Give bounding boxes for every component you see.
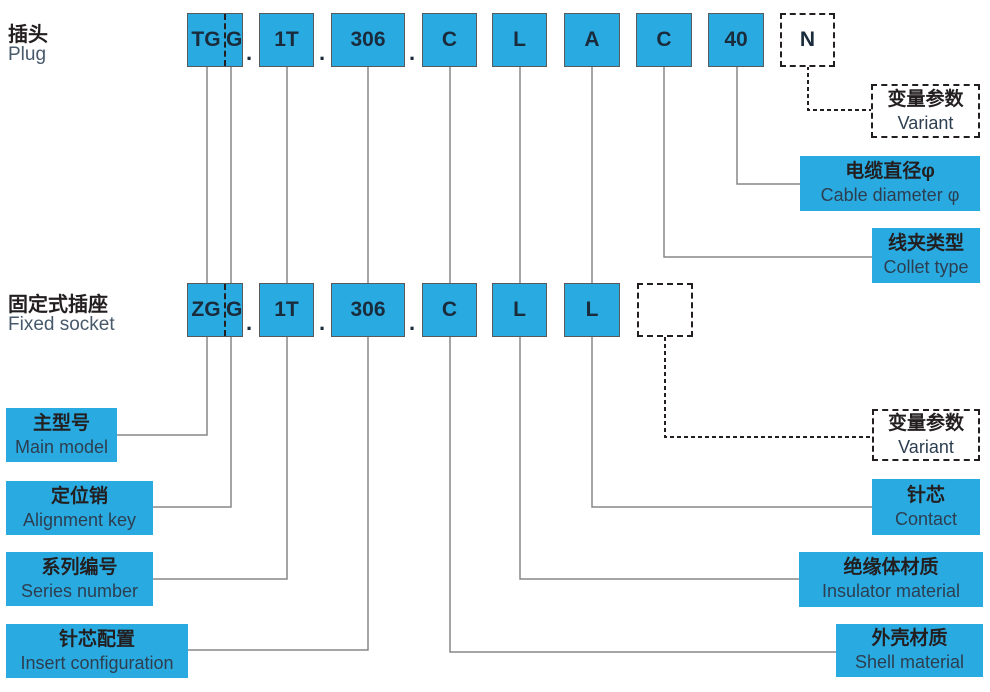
wire-insert-configuration: [188, 67, 369, 651]
label-cable-diameter-zh: 电缆直径φ: [845, 161, 935, 183]
label-contact-zh: 针芯: [906, 484, 945, 506]
socket-box-variant: [637, 283, 693, 337]
socket-box-insulator-material: L: [492, 283, 547, 337]
label-alignment-key-zh: 定位销: [50, 485, 108, 507]
plug-box-shell-material: C: [422, 13, 477, 67]
label-contact: 针芯 Contact: [872, 479, 980, 535]
label-insert-configuration-en: Insert configuration: [20, 652, 174, 673]
socket-box-main-model: ZG G: [187, 283, 243, 337]
label-insert-configuration: 针芯配置 Insert configuration: [6, 624, 188, 678]
plug-box-insert-configuration: 306: [331, 13, 405, 67]
plug-box-variant: N: [780, 13, 835, 67]
label-shell-material: 外壳材质 Shell material: [836, 624, 983, 677]
label-insert-configuration-zh: 针芯配置: [58, 628, 135, 650]
label-insulator-material: 绝缘体材质 Insulator material: [799, 552, 983, 607]
plug-box-cable-diameter: 40: [708, 13, 764, 67]
label-variant-plug-zh: 变量参数: [887, 88, 964, 110]
wire-insulator-material: [519, 67, 799, 580]
plug-alignment-key-code: G: [224, 14, 242, 66]
plug-box-main-model: TG G: [187, 13, 243, 67]
plug-main-model-code: TG: [191, 28, 221, 51]
wire-collet-type: [663, 67, 872, 258]
label-variant-socket: 变量参数 Variant: [872, 409, 980, 461]
socket-alignment-key-code: G: [224, 284, 242, 336]
label-main-model-en: Main model: [14, 436, 109, 457]
plug-separator-2: .: [319, 40, 326, 65]
label-cable-diameter-en: Cable diameter φ: [820, 185, 960, 206]
wire-variant-socket: [664, 337, 872, 438]
label-alignment-key: 定位销 Alignment key: [6, 481, 153, 535]
socket-main-model-code: ZG: [191, 298, 221, 321]
socket-separator-1: .: [246, 310, 253, 335]
label-contact-en: Contact: [894, 508, 958, 529]
label-collet-type: 线夹类型 Collet type: [872, 228, 980, 283]
wire-contact: [591, 67, 872, 508]
wire-shell-material: [449, 67, 836, 653]
wire-variant-plug: [807, 66, 871, 111]
label-collet-type-zh: 线夹类型: [887, 233, 964, 255]
label-variant-plug: 变量参数 Variant: [871, 84, 980, 138]
wire-series-number: [153, 67, 288, 580]
plug-box-insulator-material: L: [492, 13, 547, 67]
socket-title-en: Fixed socket: [8, 314, 115, 335]
socket-box-shell-material: C: [422, 283, 477, 337]
label-shell-material-zh: 外壳材质: [871, 628, 948, 650]
socket-separator-2: .: [319, 310, 326, 335]
socket-title-zh: 固定式插座: [8, 294, 108, 316]
label-insulator-material-en: Insulator material: [821, 581, 961, 602]
plug-box-collet-type: C: [636, 13, 692, 67]
socket-separator-3: .: [409, 310, 416, 335]
label-variant-socket-en: Variant: [898, 436, 954, 457]
label-variant-socket-zh: 变量参数: [887, 412, 964, 434]
label-main-model-zh: 主型号: [32, 412, 90, 434]
label-main-model: 主型号 Main model: [6, 408, 117, 462]
plug-title-zh: 插头: [8, 24, 48, 46]
wire-main-model: [117, 67, 208, 436]
label-alignment-key-en: Alignment key: [22, 509, 137, 530]
label-collet-type-en: Collet type: [883, 257, 969, 278]
label-series-number-zh: 系列编号: [41, 556, 118, 578]
plug-separator-3: .: [409, 40, 416, 65]
label-series-number-en: Series number: [20, 580, 139, 601]
label-shell-material-en: Shell material: [854, 652, 965, 673]
plug-title-en: Plug: [8, 44, 47, 65]
plug-box-series-number: 1T: [259, 13, 314, 67]
wire-cable-diameter: [736, 67, 800, 185]
label-series-number: 系列编号 Series number: [6, 552, 153, 606]
socket-box-series-number: 1T: [259, 283, 314, 337]
wire-alignment-key: [153, 67, 232, 508]
label-insulator-material-zh: 绝缘体材质: [843, 557, 939, 579]
plug-box-contact: A: [564, 13, 620, 67]
label-variant-plug-en: Variant: [897, 112, 954, 133]
label-cable-diameter: 电缆直径φ Cable diameter φ: [800, 156, 980, 211]
socket-box-contact: L: [564, 283, 620, 337]
plug-separator-1: .: [246, 40, 253, 65]
socket-box-insert-configuration: 306: [331, 283, 405, 337]
